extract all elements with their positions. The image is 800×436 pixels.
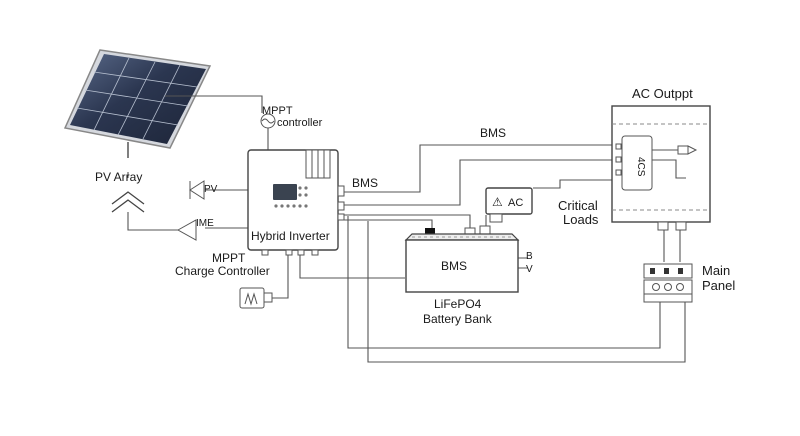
main-panel: Main Panel [643,263,735,303]
hybrid-inverter: Hybrid Inverter [247,149,345,256]
main-panel-label-2: Panel [702,278,735,293]
ac-output-enclosure: AC Outppt 4CS [611,86,711,231]
ime-tag: IME [196,218,214,229]
inverter-buttons [274,186,308,208]
solar-panel [63,49,212,158]
main-panel-label-1: Main [702,263,730,278]
pv-diode: PV [189,180,218,200]
ime-diode: IME [176,218,214,241]
ac-output-label: AC Outppt [632,86,693,101]
acs-module-label: 4CS [635,157,646,177]
battery-bms-label: BMS [441,259,467,273]
battery-b-label: B [526,251,533,262]
wiring [127,95,686,363]
hybrid-inverter-label: Hybrid Inverter [251,229,330,243]
inverter-display [273,184,297,200]
mppt-charge-label-1: MPPT [212,251,246,265]
panel-grid [76,57,198,140]
battery-bank-label-1: LiFePO4 [434,297,482,311]
mppt-top-label-1: MPPT [262,105,293,117]
critical-loads-label-1: Critical [558,198,598,213]
warning-icon: ⚠ [492,195,503,209]
pv-array-label: PV Array [95,170,142,184]
battery-bank-label-2: Battery Bank [423,312,493,326]
charge-controller-module [239,287,273,309]
bms-label-top: BMS [480,126,506,140]
pv-array-symbol [111,191,145,213]
battery-v-label: V [526,264,533,275]
critical-loads-label-2: Loads [563,212,599,227]
mppt-controller-top: MPPT controller [260,105,323,129]
battery-terminal-black [425,228,435,238]
ac-box: ⚠ AC [485,187,533,223]
mppt-charge-label-2: Charge Controller [175,264,270,278]
bms-label-left: BMS [352,176,378,190]
mppt-top-label-2: controller [277,117,323,129]
pv-tag: PV [204,184,218,195]
ac-box-label: AC [508,197,523,209]
battery-bank: BMS B V LiFePO4 Battery Bank [404,225,533,326]
